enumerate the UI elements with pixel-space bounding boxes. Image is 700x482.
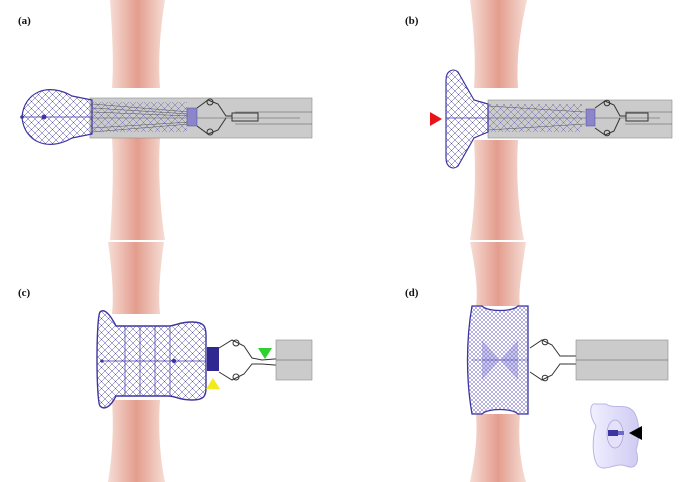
tissue-wall-upper xyxy=(110,0,165,88)
panel-b-label: (b) xyxy=(405,15,419,27)
occluder-body xyxy=(96,310,207,409)
tissue-wall-upper xyxy=(108,242,164,314)
occluder-hub xyxy=(171,358,177,364)
green-arrow-icon xyxy=(258,348,272,359)
tissue-wall-lower xyxy=(110,138,165,240)
folded-mesh xyxy=(488,104,582,132)
tissue-wall-lower xyxy=(470,414,526,482)
tissue-wall-upper xyxy=(470,242,526,306)
panel-c-label: (c) xyxy=(18,287,31,299)
panel-d-label: (d) xyxy=(405,287,419,299)
panel-a: (a) xyxy=(18,0,313,240)
yellow-arrow-icon xyxy=(206,378,220,389)
disc-hub xyxy=(41,114,47,120)
hub-marker xyxy=(585,108,596,127)
tissue-wall-lower xyxy=(470,140,524,240)
device-3d-inset xyxy=(590,403,640,469)
black-arrow-icon xyxy=(629,426,642,440)
panel-a-label: (a) xyxy=(18,15,31,27)
tissue-wall-lower xyxy=(108,400,165,482)
red-arrow-icon xyxy=(430,112,442,126)
hub-marker xyxy=(186,107,198,127)
panel-b: (b) xyxy=(405,0,673,240)
grasper-jaws xyxy=(196,98,259,136)
occluder-struts xyxy=(100,326,206,396)
folded-mesh xyxy=(92,102,187,132)
grasper-jaws xyxy=(594,99,649,137)
distal-disc xyxy=(445,69,489,169)
panel-d: (d) xyxy=(405,242,669,482)
panel-c: (c) xyxy=(18,242,313,482)
hub-marker xyxy=(207,347,219,371)
tissue-wall-upper xyxy=(470,0,527,88)
